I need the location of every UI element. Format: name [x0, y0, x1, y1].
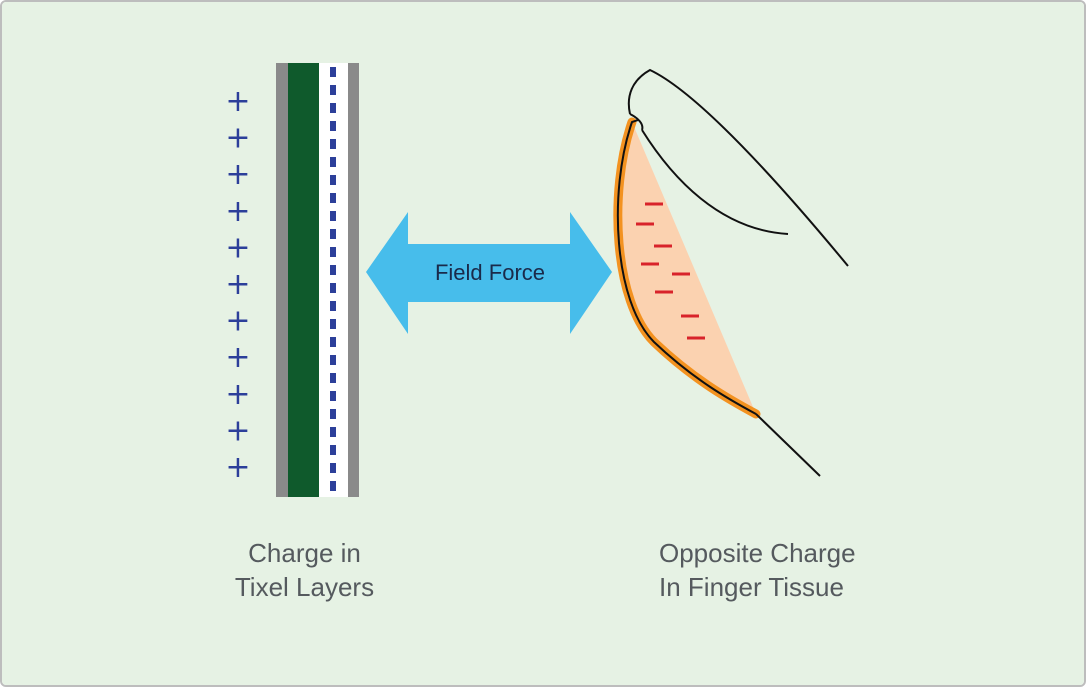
tixel-green-layer	[288, 63, 319, 497]
tixel-caption-line-2: Tixel Layers	[234, 572, 375, 602]
minus-sign	[645, 202, 663, 206]
plus-sign: +	[225, 121, 250, 156]
minus-sign	[655, 290, 673, 294]
double-arrow	[366, 212, 612, 334]
finger	[613, 68, 849, 477]
minus-sign	[687, 336, 705, 340]
tixel-caption: Charge in Tixel Layers	[202, 536, 407, 604]
minus-sign	[672, 272, 690, 276]
outer-layer-left	[276, 63, 288, 497]
plus-sign: +	[225, 230, 250, 265]
plus-sign: +	[225, 450, 250, 485]
plus-sign: +	[225, 194, 250, 229]
plus-sign: +	[225, 340, 250, 375]
white-layer	[319, 63, 348, 497]
tixel-layers	[276, 63, 359, 497]
fingernail-line	[629, 113, 644, 131]
negative-charges	[636, 202, 705, 340]
finger-caption-line-2: In Finger Tissue	[659, 572, 844, 602]
positive-charges: +++++++++++	[225, 84, 250, 485]
plus-sign: +	[225, 413, 250, 448]
plus-sign: +	[225, 377, 250, 412]
minus-sign	[654, 244, 672, 248]
outer-layer-right	[348, 63, 359, 497]
finger-tissue-fill	[617, 122, 756, 414]
finger-caption-line-1: Opposite Charge	[659, 538, 856, 568]
finger-outline	[616, 68, 849, 477]
minus-sign	[641, 262, 659, 266]
plus-sign: +	[225, 267, 250, 302]
minus-sign	[681, 314, 699, 318]
tixel-caption-line-1: Charge in	[248, 538, 361, 568]
plus-sign: +	[225, 304, 250, 339]
plus-sign: +	[225, 157, 250, 192]
arrow-label: Field Force	[435, 260, 545, 285]
field-force-arrow: Field Force	[366, 212, 612, 334]
finger-caption: Opposite Charge In Finger Tissue	[659, 536, 856, 604]
plus-sign: +	[225, 84, 250, 119]
minus-sign	[636, 222, 654, 226]
